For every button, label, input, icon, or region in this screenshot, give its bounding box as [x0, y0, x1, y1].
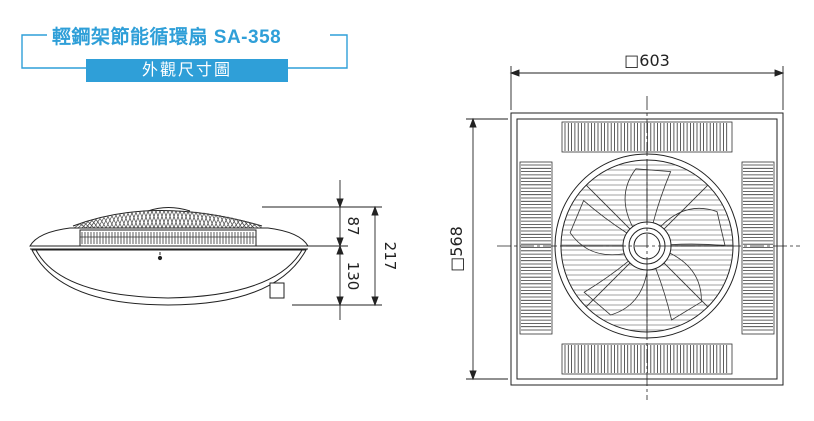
dim-87-label: 87	[344, 216, 362, 235]
top-dimension-lines	[466, 66, 785, 381]
width-dimension-label: □603	[624, 51, 670, 70]
dim-130-label: 130	[344, 262, 362, 291]
diagram-subtitle: 外觀尺寸圖	[86, 59, 288, 82]
side-view-drawing	[29, 207, 309, 306]
height-dimension-label: □568	[447, 226, 466, 272]
side-dimension-lines	[262, 180, 382, 320]
dim-217-label: 217	[381, 242, 399, 271]
top-view-drawing	[497, 96, 800, 400]
title-bracket	[21, 34, 348, 69]
diagram-title: 輕鋼架節能循環扇 SA-358	[52, 27, 282, 48]
